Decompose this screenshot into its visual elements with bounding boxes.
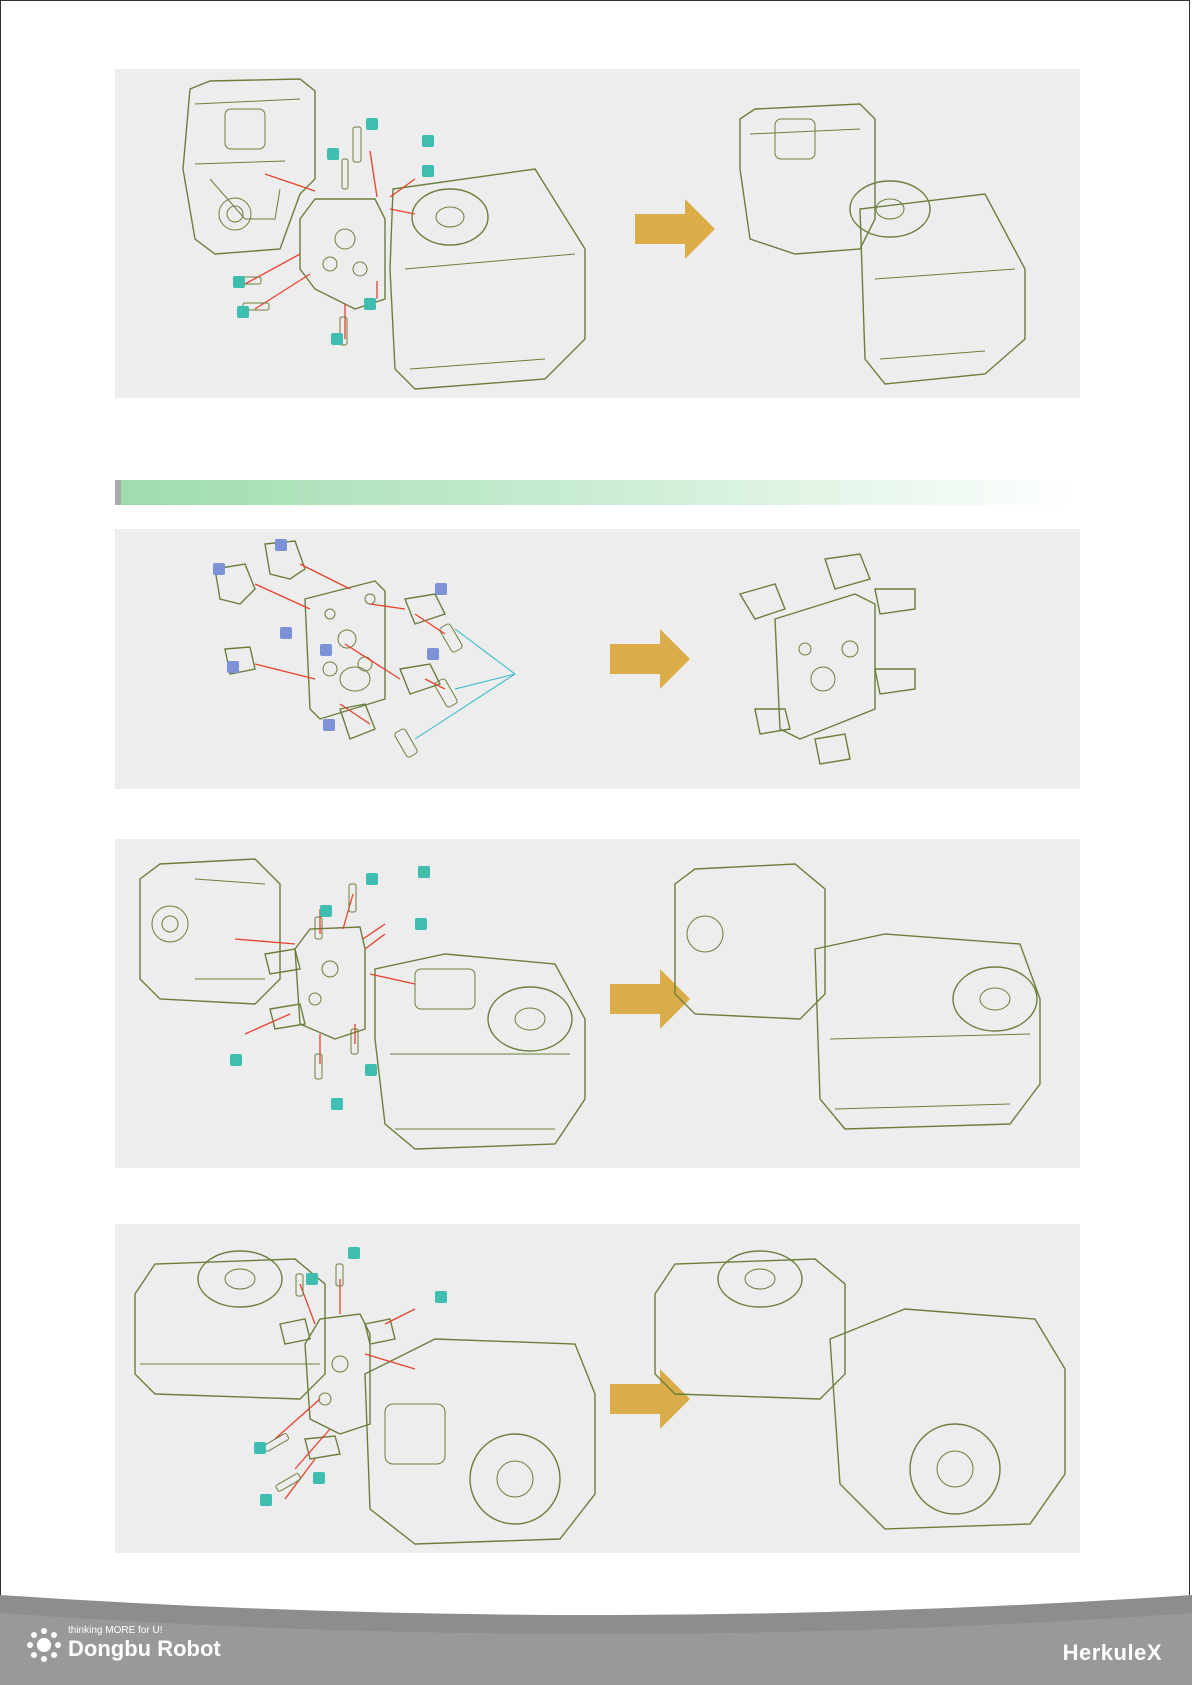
servo-assembled-4 [655,1251,1065,1529]
servo-top-exploded [135,1251,325,1399]
servo-right-exploded [390,169,585,389]
assembly-panel-1 [115,69,1080,398]
assembly-diagram-4 [115,1224,1080,1553]
bracket-assembled [740,554,915,764]
result-arrow-1 [635,199,715,259]
result-arrow-3 [610,969,690,1029]
servo-bottom-exploded [365,1339,595,1544]
servo-assembled-1 [740,104,1025,384]
bracket-exploded-4 [280,1314,395,1459]
sun-logo-icon [26,1627,62,1663]
bracket-pieces [215,541,445,739]
product-logo: HerkuleX [1063,1640,1162,1666]
servo-assembled-3 [675,864,1040,1129]
servo-right-horizontal-exploded [375,954,585,1149]
assembly-diagram-1 [115,69,1080,398]
brand-name: Dongbu Robot [68,1636,221,1662]
assembly-panel-2 [115,529,1080,789]
bracket-exploded-1 [300,199,385,309]
assembly-diagram-2 [115,529,1080,789]
company-brand: thinking MORE for U! Dongbu Robot [26,1620,286,1670]
callouts-4 [254,1247,447,1506]
brand-tagline: thinking MORE for U! [68,1625,162,1636]
callouts-3 [230,866,430,1110]
assembly-diagram-3 [115,839,1080,1168]
pins-2 [394,623,515,758]
callouts-2 [213,539,447,731]
servo-left-horizontal-exploded [140,859,280,1004]
assembly-panel-4 [115,1224,1080,1553]
bracket-plate-exploded [305,581,385,719]
servo-left-exploded [183,79,315,254]
result-arrow-2 [610,629,690,689]
result-arrow-4 [610,1369,690,1429]
callouts-1 [233,118,434,345]
assembly-panel-3 [115,839,1080,1168]
screws-1 [235,127,415,345]
section-header-bar [115,480,1080,505]
